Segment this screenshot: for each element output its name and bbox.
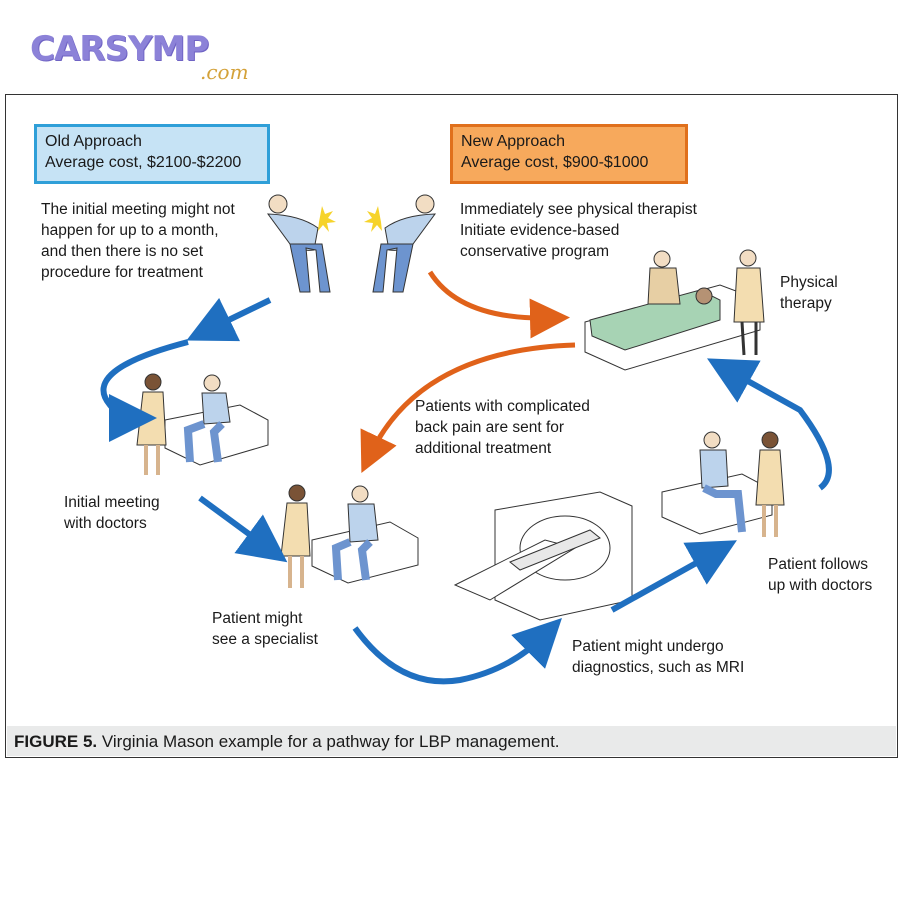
new-approach-box: New Approach Average cost, $900-$1000	[450, 124, 688, 184]
old-approach-cost: Average cost, $2100-$2200	[45, 154, 242, 171]
specialist-illustration	[280, 484, 419, 588]
new-approach-description: Immediately see physical therapist Initi…	[460, 201, 697, 260]
back-pain-patient-left	[266, 194, 336, 293]
arrow-old-to-meeting-1	[186, 297, 272, 342]
complicated-pain-label: Patients with complicated back pain are …	[415, 398, 590, 457]
initial-meeting-label: Initial meeting with doctors	[64, 494, 160, 532]
follow-up-label: Patient follows up with doctors	[768, 556, 873, 594]
arrow-old-to-meeting-2	[100, 339, 189, 442]
arrow-followup-to-therapy	[707, 358, 832, 491]
figure-caption: FIGURE 5. Virginia Mason example for a p…	[14, 732, 560, 752]
specialist-label: Patient might see a specialist	[212, 610, 318, 648]
arrow-new-to-therapy	[427, 270, 570, 339]
physical-therapy-illustration	[584, 249, 765, 371]
caption-label: FIGURE 5.	[14, 732, 98, 751]
new-approach-title: New Approach	[461, 133, 566, 150]
caption-text: Virginia Mason example for a pathway for…	[97, 732, 560, 751]
mri-illustration	[453, 491, 633, 621]
arrow-mri-to-followup	[610, 540, 737, 613]
carsymp-logo: CARSYMP .com	[30, 29, 249, 84]
arrow-meeting-to-specialist	[198, 495, 288, 563]
logo-sub: .com	[200, 60, 249, 84]
follow-up-illustration	[661, 431, 785, 537]
arrow-specialist-to-mri	[352, 618, 562, 685]
old-approach-description: The initial meeting might not happen for…	[41, 201, 235, 281]
caption-bar	[7, 726, 896, 756]
logo-main: CARSYMP	[30, 29, 209, 69]
physical-therapy-label: Physical therapy	[780, 274, 838, 312]
old-approach-box: Old Approach Average cost, $2100-$2200	[34, 124, 270, 184]
arrow-therapy-to-specialist	[360, 342, 576, 474]
new-approach-cost: Average cost, $900-$1000	[461, 154, 649, 171]
initial-meeting-illustration	[136, 373, 269, 475]
diagnostics-label: Patient might undergo diagnostics, such …	[572, 638, 745, 676]
back-pain-patient-right	[364, 194, 437, 293]
old-approach-title: Old Approach	[45, 133, 142, 150]
